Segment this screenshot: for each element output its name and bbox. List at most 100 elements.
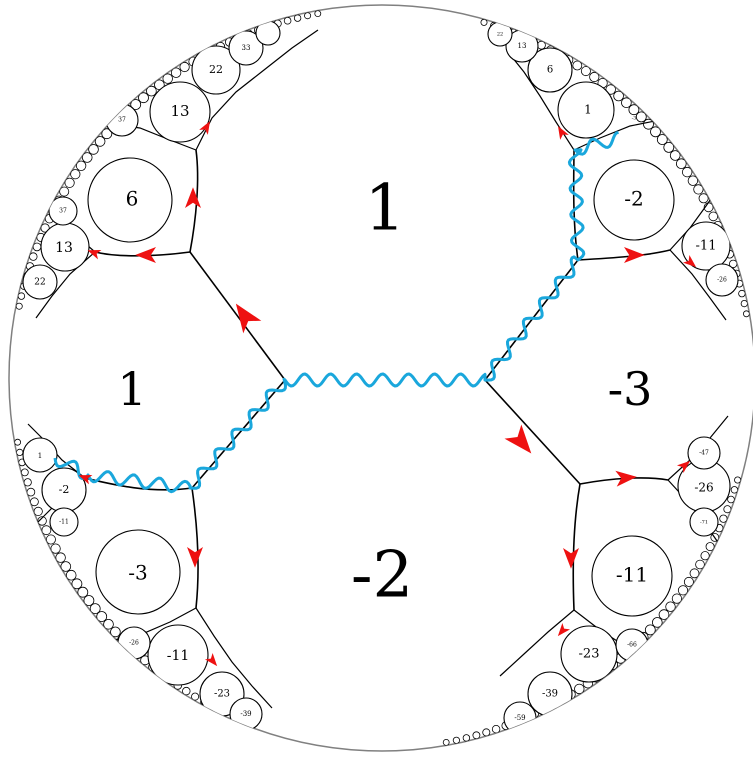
region-label: -2 [624,187,643,211]
region-label: -71 [700,520,708,526]
arrow-head [558,126,569,140]
cell [557,81,615,139]
edge-down-left [191,487,199,609]
frill-cell [60,561,72,572]
arrow-head [235,303,262,334]
frill-cell [33,506,43,516]
cell [527,47,573,93]
cell [593,159,675,241]
arrow-head [557,622,571,637]
frill-cell [738,289,746,298]
frill-cell [480,18,488,26]
frill-cell [182,686,191,696]
frill-cell [103,618,114,630]
arrow-head [676,460,691,474]
frill-cell [83,595,95,606]
cell [87,157,173,243]
arrow-head [78,475,93,485]
frill-cell [26,487,36,497]
frill-cell [29,252,38,261]
frill-cell [14,438,22,446]
frill-cell [179,61,190,73]
frill-cell [635,111,647,123]
region-label: 6 [547,65,553,76]
region-label: -11 [167,648,190,664]
frill-cell [462,734,471,742]
frill-cell [613,90,624,102]
region-label: -11 [616,563,648,587]
frill-cell [65,569,77,581]
cell [255,20,281,46]
frill-cell [693,184,704,195]
region-label: 6 [126,187,139,211]
frill-cell [17,292,26,300]
frill-cell [452,736,460,744]
frill-cell [658,609,670,620]
arrow-head [563,548,579,569]
region-label: 13 [55,240,73,256]
cells [22,20,739,735]
arrow-head [624,247,645,263]
region-label-bottom: -2 [351,539,413,613]
region-label: -2 [59,483,70,496]
arrow-head [135,247,156,263]
frill-cell [682,166,693,178]
region-label: -59 [514,714,525,722]
frill-cell [650,126,661,138]
frill-cell [59,186,70,197]
frill-cell [81,152,93,163]
frill-cell [651,617,663,628]
edge-left-lower [84,477,193,491]
cell [228,30,264,66]
cell [687,436,721,470]
frill-cell [64,177,75,188]
frill-cell [32,242,42,252]
frill-cell [37,516,47,526]
region-label: -3 [632,116,637,122]
frill-cell [110,626,121,638]
edge-down-from-right-node [572,483,581,611]
region-label-right: -3 [608,362,653,416]
frill-cell [644,624,656,636]
region-label: 22 [34,278,45,288]
frill-cell [101,128,113,140]
cell [49,507,79,537]
branch-bottom-right [499,609,575,677]
cell [591,535,673,617]
frill-cell [723,505,732,514]
region-label: 22 [497,32,503,38]
frill-cell [442,739,450,746]
arrow-head [682,254,697,268]
cell [560,625,618,683]
region-label: -39 [542,689,558,700]
frill-cell [293,14,302,22]
frill-cell [94,136,106,147]
edge-center-right-lower [484,379,581,485]
frill-cell [700,551,710,561]
diagram-body [14,10,750,746]
frill-cell [162,73,173,84]
region-label: -23 [579,647,600,662]
frill-cell [663,141,675,153]
region-label: -26 [694,481,713,495]
frill-cell [689,568,700,579]
arrow-head [615,470,637,487]
frill-cell [727,495,735,504]
region-label: 37 [118,117,126,124]
arrow-head [185,187,201,208]
frill-cell [580,66,591,77]
arrow-head [504,424,532,454]
cell [689,507,719,537]
region-label: -39 [240,710,251,718]
region-label-left: 1 [117,362,146,416]
region-label: 1 [38,452,42,460]
frill-cell [77,586,89,598]
branch-bottom-left [195,607,273,709]
frill-cell [30,497,39,507]
frill-cell [191,692,200,701]
arrow-head [204,652,218,667]
frill-cell [589,71,600,83]
region-label-top: 1 [365,172,406,246]
frill-cell [628,104,640,116]
region-label: 33 [242,44,251,52]
